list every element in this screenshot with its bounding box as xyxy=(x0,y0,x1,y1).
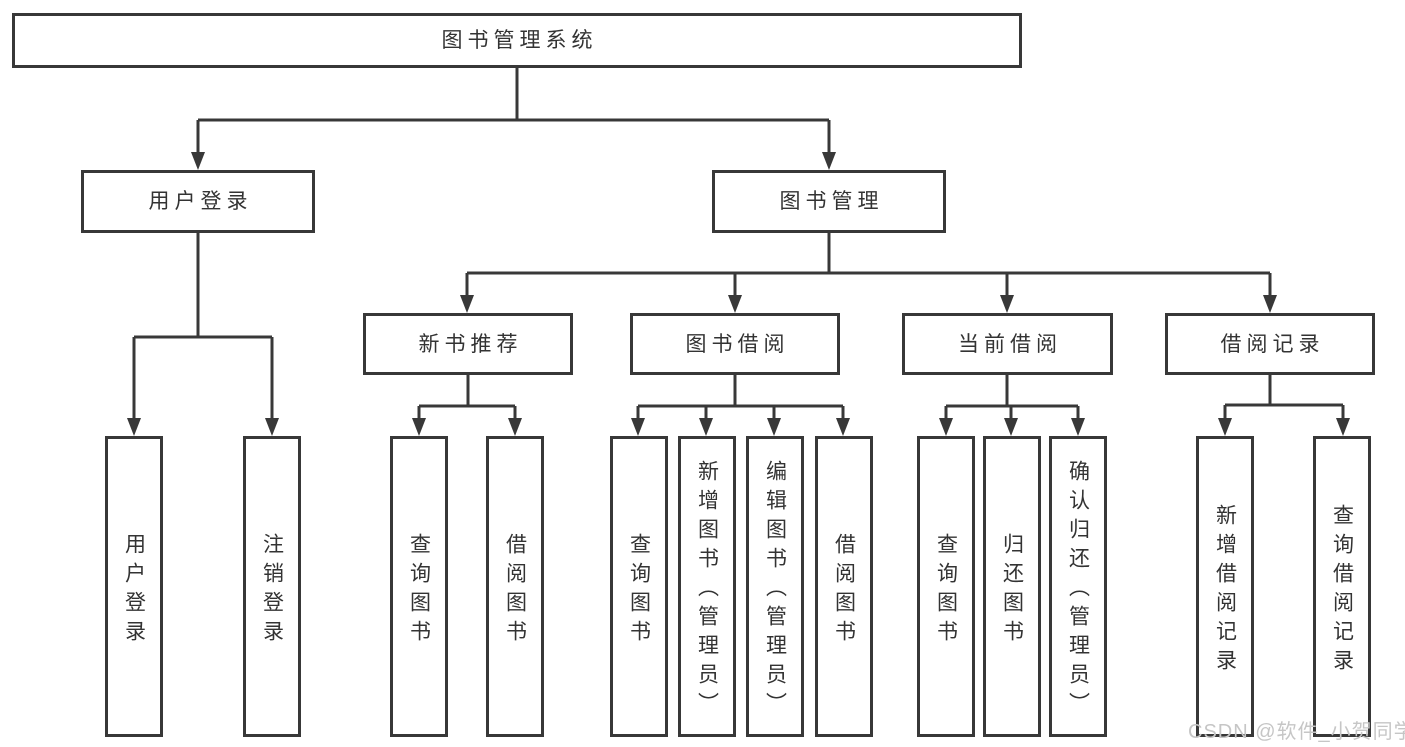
arrowhead xyxy=(265,418,279,436)
node-label: 借阅图书 xyxy=(832,532,856,649)
leaf-query-books-borrowing: 查询图书 xyxy=(610,436,668,737)
node-label: 确认归还（管理员） xyxy=(1066,460,1090,721)
arrowhead xyxy=(728,295,742,313)
node-new-book-recommend: 新书推荐 xyxy=(363,313,573,375)
arrowhead xyxy=(460,295,474,313)
node-label: 新增图书（管理员） xyxy=(695,460,719,721)
arrowhead xyxy=(631,418,645,436)
node-label: 用户登录 xyxy=(122,532,146,649)
node-label: 图书管理 xyxy=(779,190,884,213)
arrowhead xyxy=(412,418,426,436)
leaf-query-books-current: 查询图书 xyxy=(917,436,975,737)
connector-new-books-children xyxy=(412,375,522,436)
arrowhead xyxy=(767,418,781,436)
node-label: 查询图书 xyxy=(407,532,431,649)
node-label: 图书管理系统 xyxy=(441,29,598,52)
leaf-confirm-return-admin: 确认归还（管理员） xyxy=(1049,436,1107,737)
connector-root-to-level1 xyxy=(191,68,836,170)
leaf-logout: 注销登录 xyxy=(243,436,301,737)
node-label: 归还图书 xyxy=(1000,532,1024,649)
node-label: 新书推荐 xyxy=(418,332,523,356)
connector-user-login-children xyxy=(127,233,279,436)
arrowhead xyxy=(822,152,836,170)
connector-book-borrow-children xyxy=(631,375,850,436)
arrowhead xyxy=(127,418,141,436)
node-label: 编辑图书（管理员） xyxy=(763,460,787,721)
arrowhead xyxy=(1071,418,1085,436)
node-borrow-records: 借阅记录 xyxy=(1165,313,1375,375)
leaf-borrow-books: 借阅图书 xyxy=(815,436,873,737)
node-label: 查询借阅记录 xyxy=(1330,503,1354,678)
node-root-system: 图书管理系统 xyxy=(12,13,1022,68)
node-book-management: 图书管理 xyxy=(712,170,946,233)
arrowhead xyxy=(191,152,205,170)
connector-borrow-records-children xyxy=(1218,375,1350,436)
arrowhead xyxy=(939,418,953,436)
leaf-return-books: 归还图书 xyxy=(983,436,1041,737)
arrowhead xyxy=(699,418,713,436)
arrowhead xyxy=(1263,295,1277,313)
node-label: 借阅图书 xyxy=(503,532,527,649)
node-label: 注销登录 xyxy=(260,532,284,649)
arrowhead xyxy=(1004,418,1018,436)
node-label: 用户登录 xyxy=(148,190,253,213)
leaf-query-borrow-record: 查询借阅记录 xyxy=(1313,436,1371,737)
connector-current-borrow-children xyxy=(939,375,1085,436)
leaf-user-login: 用户登录 xyxy=(105,436,163,737)
node-label: 借阅记录 xyxy=(1220,332,1325,356)
leaf-edit-books-admin: 编辑图书（管理员） xyxy=(746,436,804,737)
arrowhead xyxy=(508,418,522,436)
node-label: 当前借阅 xyxy=(958,332,1062,356)
leaf-borrow-books-recommend: 借阅图书 xyxy=(486,436,544,737)
connector-book-mgmt-children xyxy=(460,233,1277,313)
arrowhead xyxy=(1218,418,1232,436)
leaf-add-borrow-record: 新增借阅记录 xyxy=(1196,436,1254,737)
node-book-borrowing: 图书借阅 xyxy=(630,313,840,375)
node-label: 图书借阅 xyxy=(685,332,790,356)
node-current-borrowing: 当前借阅 xyxy=(902,313,1113,375)
arrowhead xyxy=(836,418,850,436)
node-label: 新增借阅记录 xyxy=(1213,503,1237,678)
node-user-login: 用户登录 xyxy=(81,170,315,233)
arrowhead xyxy=(1336,418,1350,436)
arrowhead xyxy=(1000,295,1014,313)
node-label: 查询图书 xyxy=(934,532,958,649)
node-label: 查询图书 xyxy=(627,532,651,649)
leaf-add-books-admin: 新增图书（管理员） xyxy=(678,436,736,737)
leaf-query-books-recommend: 查询图书 xyxy=(390,436,448,737)
